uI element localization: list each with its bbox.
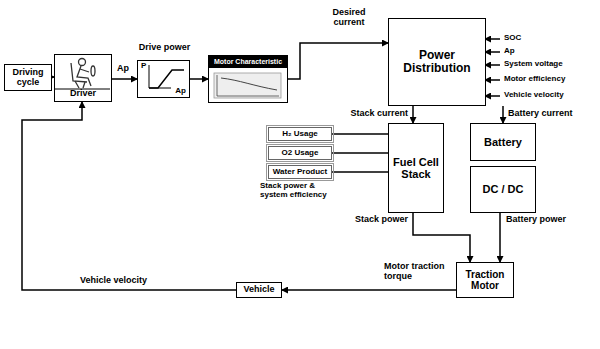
edge-label: Vehicle velocity (80, 276, 170, 286)
annotation-label: Motor efficiency (504, 75, 598, 84)
box-label: Power Distribution (389, 49, 485, 75)
edge-label: Stack current (340, 109, 408, 119)
connector (412, 106, 414, 123)
edge-label: Battery current (508, 109, 588, 119)
box-label: Vehicle (243, 285, 274, 295)
box-label: Ap (175, 87, 186, 96)
connector (332, 152, 388, 154)
box-label: DC / DC (483, 183, 524, 195)
connector (22, 102, 236, 290)
connector (190, 78, 208, 80)
annotation-label: Vehicle velocity (504, 91, 598, 100)
process-box: Power Distribution (388, 18, 486, 106)
edge-label: Stack power (330, 215, 408, 225)
box-label: H₂ Usage (282, 130, 318, 139)
box-label: P (141, 62, 146, 71)
box-label: Driver (55, 89, 111, 99)
connector (499, 213, 501, 262)
box-label: Fuel Cell Stack (389, 156, 443, 180)
edge-label: Battery power (506, 215, 586, 225)
box-label: Driving cycle (5, 68, 51, 88)
connector (282, 289, 456, 291)
box-label: Water Product (273, 168, 327, 177)
connector (413, 213, 470, 262)
annotation-label: Stack power & system efficiency (260, 182, 344, 200)
characteristic-box: Motor Characteristic (208, 55, 288, 103)
box-label: Drive power (128, 43, 201, 53)
box-label: Traction Motor (457, 269, 513, 291)
annotation-label: SOC (504, 34, 594, 43)
driver-box: Driver (54, 54, 112, 102)
connector (502, 106, 504, 123)
vehicle-box: Vehicle (236, 282, 282, 298)
box-label: O2 Usage (282, 149, 319, 158)
box-label: Motor Characteristic (209, 56, 287, 68)
input-arrow (485, 39, 500, 96)
stack-box: Fuel Cell Stack (388, 123, 444, 213)
motor-box: Traction Motor (456, 262, 514, 298)
edge-label: Ap (117, 64, 135, 74)
output-box: H₂ Usage (268, 127, 332, 141)
box-label: Battery (484, 136, 522, 148)
output-box: O2 Usage (268, 146, 332, 160)
connector (112, 78, 137, 80)
input-box: Driving cycle (4, 64, 52, 91)
connector (332, 133, 388, 135)
converter-box: DC / DC (470, 166, 536, 213)
graph-box: Drive powerPAp (137, 60, 190, 98)
annotation-label: Ap (504, 47, 594, 56)
connector (332, 171, 388, 173)
edge-label: Motor traction torque (384, 262, 452, 282)
edge-label: Desired current (318, 8, 380, 28)
battery-box: Battery (470, 123, 536, 161)
connector (288, 43, 388, 79)
output-box: Water Product (268, 165, 332, 179)
annotation-label: System voltage (504, 60, 598, 69)
